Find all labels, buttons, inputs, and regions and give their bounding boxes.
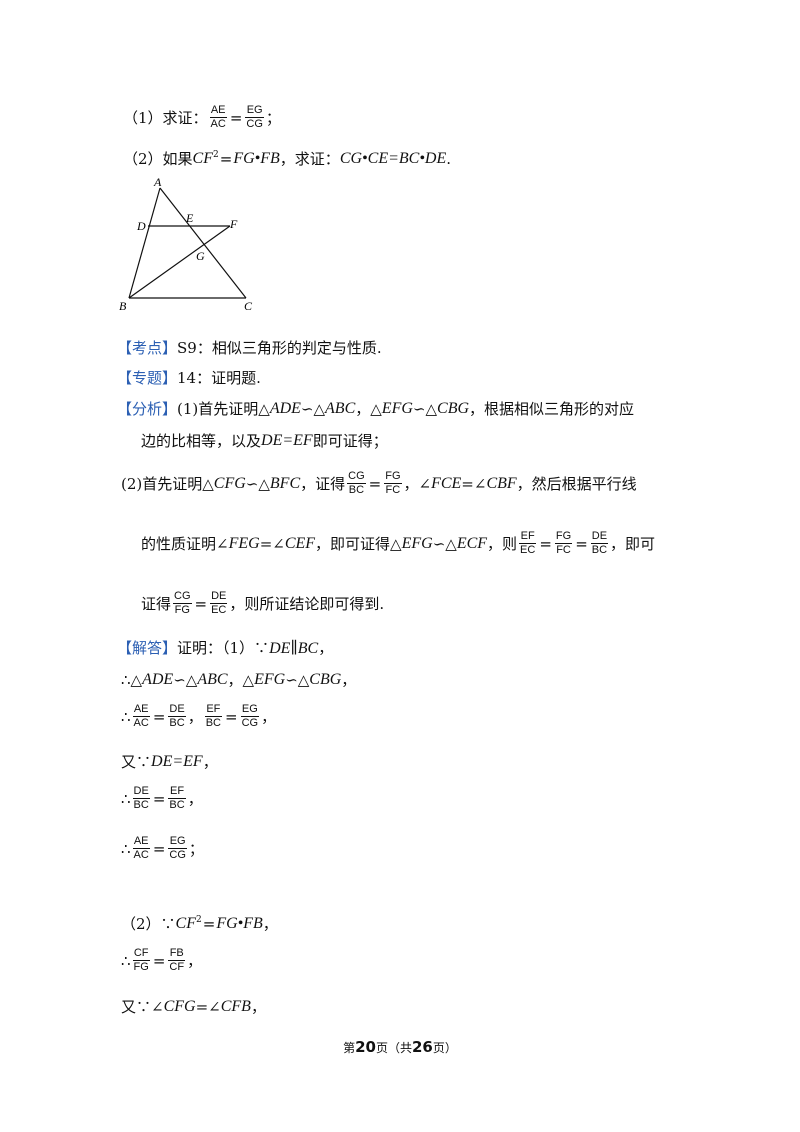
segment-bf bbox=[128, 225, 231, 299]
label-d: D bbox=[136, 219, 146, 233]
zhuanti: 【专题】 14：证明题. bbox=[117, 369, 261, 387]
label-g: G bbox=[196, 249, 205, 263]
segment-ac bbox=[159, 187, 247, 299]
page-footer: 第20页（共26页） bbox=[343, 1038, 457, 1056]
label-a: A bbox=[153, 175, 162, 189]
solution-line-4: 又∵DE=EF， bbox=[121, 752, 218, 772]
label-e: E bbox=[185, 211, 194, 225]
solution-line-1: 【解答】 证明：（1）∵DE∥BC， bbox=[117, 639, 334, 657]
solution-line-9: 又∵∠CFG=∠CFB， bbox=[121, 997, 266, 1017]
segment-ab bbox=[128, 187, 161, 299]
label-b: B bbox=[119, 299, 127, 313]
analysis-line-1: 【分析】 (1)首先证明△ADE∽△ABC，△EFG∽△CBG，根据相似三角形的… bbox=[117, 399, 635, 419]
kaodian: 【考点】 S9：相似三角形的判定与性质. bbox=[117, 339, 382, 357]
label-f: F bbox=[229, 217, 238, 231]
solution-line-2: ∴△ADE∽△ABC，△EFG∽△CBG， bbox=[121, 670, 357, 690]
analysis-line-2: 边的比相等，以及 DE=EF 即可证得； bbox=[141, 431, 388, 451]
geometry-figure: A D E F G B C bbox=[119, 175, 253, 313]
label-c: C bbox=[244, 299, 253, 313]
